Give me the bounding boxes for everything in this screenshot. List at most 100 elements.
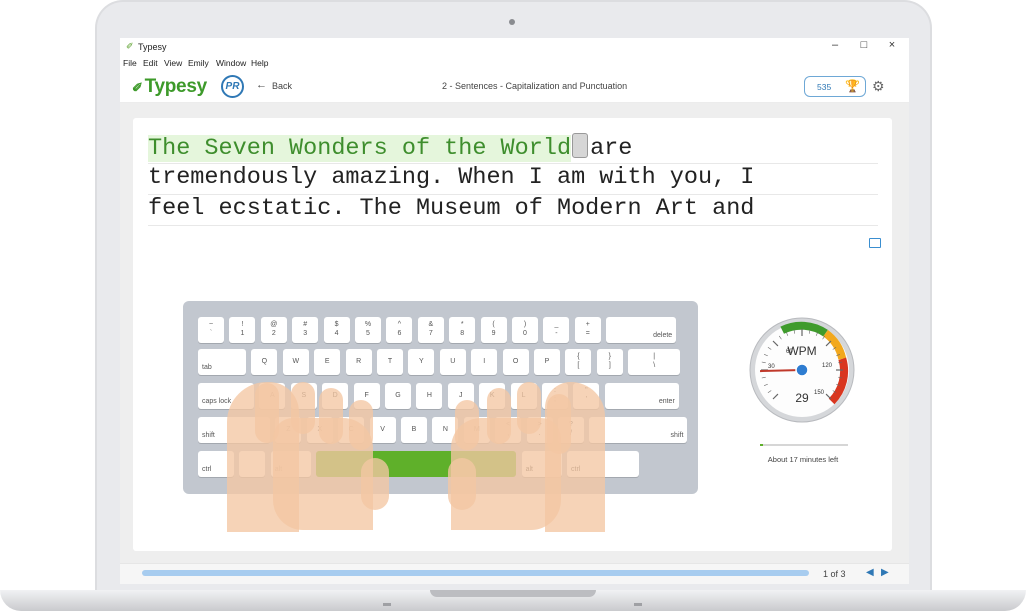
- key-label: V: [380, 426, 385, 433]
- minimize-button[interactable]: –: [831, 39, 839, 51]
- gauge-tick: [825, 393, 832, 400]
- gauge-label: WPM: [787, 344, 816, 358]
- key-label: Y: [419, 358, 424, 365]
- window-title: Typesy: [138, 42, 167, 52]
- keyboard-key: =+: [574, 317, 601, 343]
- gauge-tick: [832, 346, 837, 350]
- gauge-tick: [836, 383, 840, 386]
- menu-view[interactable]: View: [164, 58, 183, 68]
- key-label: T: [387, 358, 393, 365]
- key-label: E: [324, 358, 330, 365]
- key-label: &: [428, 321, 434, 328]
- menu-emily[interactable]: Emily: [188, 58, 209, 68]
- key-label: @: [270, 321, 278, 328]
- maximize-button[interactable]: □: [860, 39, 868, 51]
- key-label: +: [585, 321, 590, 328]
- key-label: N: [442, 426, 448, 433]
- left-palm: [273, 418, 373, 530]
- key-label: R: [356, 358, 362, 365]
- key-label: Q: [261, 358, 268, 365]
- right-hand: [545, 382, 605, 532]
- session-progress-track: [760, 444, 848, 446]
- keyboard-key: G: [385, 383, 411, 409]
- key-label: 3: [303, 330, 308, 337]
- menu-file[interactable]: File: [123, 58, 137, 68]
- key-label: 4: [334, 330, 339, 337]
- triangle-right-icon[interactable]: ▶: [881, 567, 889, 578]
- key-label: *: [460, 321, 464, 328]
- keyboard-key: B: [401, 417, 427, 443]
- trophy-icon: 🏆: [845, 79, 860, 93]
- gear-icon[interactable]: ⚙: [872, 78, 885, 94]
- lesson-progress-bar: [142, 570, 809, 576]
- typesy-logo: ✐Typesy: [132, 76, 207, 98]
- gauge-tick: [767, 390, 772, 394]
- keyboard-key: `~: [198, 317, 224, 343]
- gauge-zone-red: [828, 357, 849, 405]
- gauge-tick-label: 60: [786, 349, 793, 355]
- triangle-left-icon[interactable]: ◀: [866, 567, 874, 578]
- keyboard-key: 9(: [480, 317, 507, 343]
- page-indicator: 1 of 3: [823, 569, 846, 579]
- camera-dot: [509, 19, 515, 25]
- key-label: ^: [397, 321, 402, 328]
- gauge-tick: [772, 340, 779, 347]
- key-label: {: [577, 353, 580, 360]
- right-finger: [487, 388, 511, 444]
- keyboard-key: Y: [408, 349, 435, 375]
- key-label: O: [512, 358, 519, 365]
- laptop-notch: [430, 590, 596, 597]
- gauge-tick: [838, 361, 843, 364]
- key-label: F: [364, 392, 369, 399]
- gauge-tick: [761, 376, 766, 379]
- menu-help[interactable]: Help: [251, 58, 269, 68]
- typesy-logo-icon: ✐: [126, 41, 134, 51]
- typesy-logo-icon: ✐: [132, 80, 143, 95]
- app-window: ✐ Typesy – □ × File Edit View Emily Wind…: [120, 38, 909, 584]
- gauge-tick: [764, 354, 768, 357]
- key-label: ): [523, 321, 527, 328]
- gauge-tick-label: 30: [768, 364, 775, 370]
- footer-bar: 1 of 3 ◀ ▶: [120, 563, 909, 584]
- keyboard-key: I: [471, 349, 498, 375]
- gauge-tick: [778, 335, 782, 340]
- menu-edit[interactable]: Edit: [143, 58, 158, 68]
- remaining-text: feel ecstatic. The Museum of Modern Art …: [148, 195, 755, 222]
- keyboard-icon[interactable]: [869, 238, 881, 248]
- score-badge[interactable]: 535 🏆: [804, 76, 866, 97]
- gauge-ticks: [761, 329, 843, 400]
- time-left: About 17 minutes left: [767, 455, 839, 464]
- keyboard-key: shift: [589, 417, 688, 443]
- menu-window[interactable]: Window: [216, 58, 247, 68]
- gauge-tick: [761, 361, 766, 364]
- key-label: I: [483, 358, 486, 365]
- keyboard-key: \|: [628, 349, 681, 375]
- pr-badge[interactable]: PR: [221, 75, 244, 98]
- key-label: U: [450, 358, 456, 365]
- arrow-left-icon[interactable]: ←: [256, 79, 267, 91]
- gauge-tick-label: 120: [822, 363, 833, 369]
- gauge-tick: [836, 354, 840, 357]
- key-label: \: [653, 362, 656, 369]
- gauge-tick: [793, 329, 796, 334]
- keyboard-key: tab: [198, 349, 246, 375]
- keyboard-key: T: [377, 349, 403, 375]
- laptop-base: [0, 590, 1026, 611]
- key-label: delete: [653, 332, 673, 339]
- keyboard-key: 4$: [323, 317, 350, 343]
- typing-cursor: [572, 133, 589, 158]
- key-label: H: [426, 392, 432, 399]
- key-label: (: [492, 321, 495, 328]
- wpm-value: 29: [795, 391, 809, 405]
- keyboard-key: [{: [565, 349, 592, 375]
- keyboard-key: U: [439, 349, 466, 375]
- back-button[interactable]: Back: [272, 81, 293, 91]
- key-label: enter: [658, 398, 675, 405]
- key-label: 5: [366, 330, 370, 337]
- key-label: tab: [202, 364, 212, 371]
- gauge-tick: [832, 390, 837, 394]
- close-button[interactable]: ×: [888, 39, 896, 51]
- key-label: ~: [208, 321, 214, 328]
- key-label: [: [577, 362, 580, 369]
